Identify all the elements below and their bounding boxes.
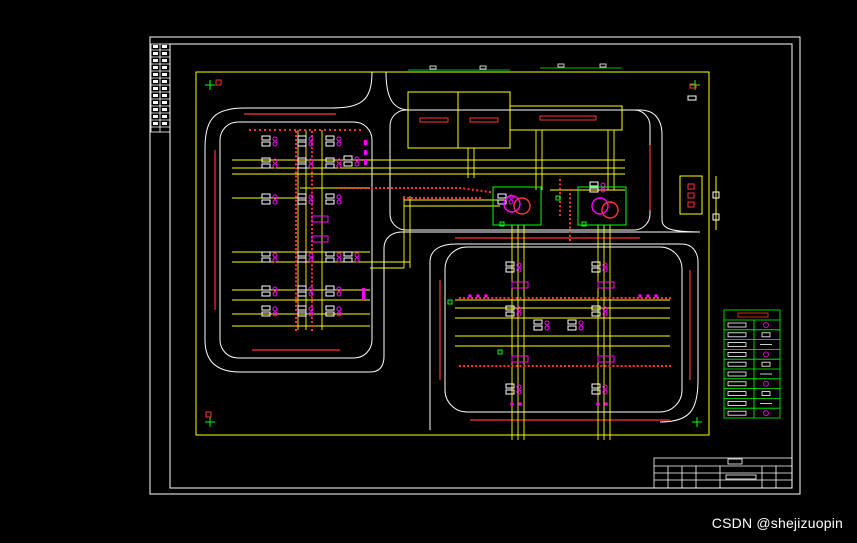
switchgear-bays [261, 135, 658, 406]
inner-yard-right [444, 246, 683, 413]
site-boundary [195, 71, 710, 436]
watermark-text: CSDN @shejizuopin [711, 515, 843, 531]
legend-table [723, 309, 781, 419]
title-block [653, 457, 793, 489]
stamp-table [150, 43, 171, 133]
building-panels [419, 115, 597, 123]
dimension-top [408, 63, 622, 71]
main-transformers [492, 186, 627, 226]
cable-trenches [214, 113, 691, 421]
inner-yard-left [219, 121, 373, 359]
gate-box [679, 175, 720, 230]
control-building [407, 91, 623, 149]
drawing-frame [149, 36, 801, 495]
corner-light [687, 83, 697, 101]
road-outlines [204, 71, 701, 430]
corner-tags [205, 79, 222, 418]
inner-block-top [389, 109, 651, 231]
corner-markers [205, 80, 702, 427]
gate-marks [687, 183, 695, 208]
